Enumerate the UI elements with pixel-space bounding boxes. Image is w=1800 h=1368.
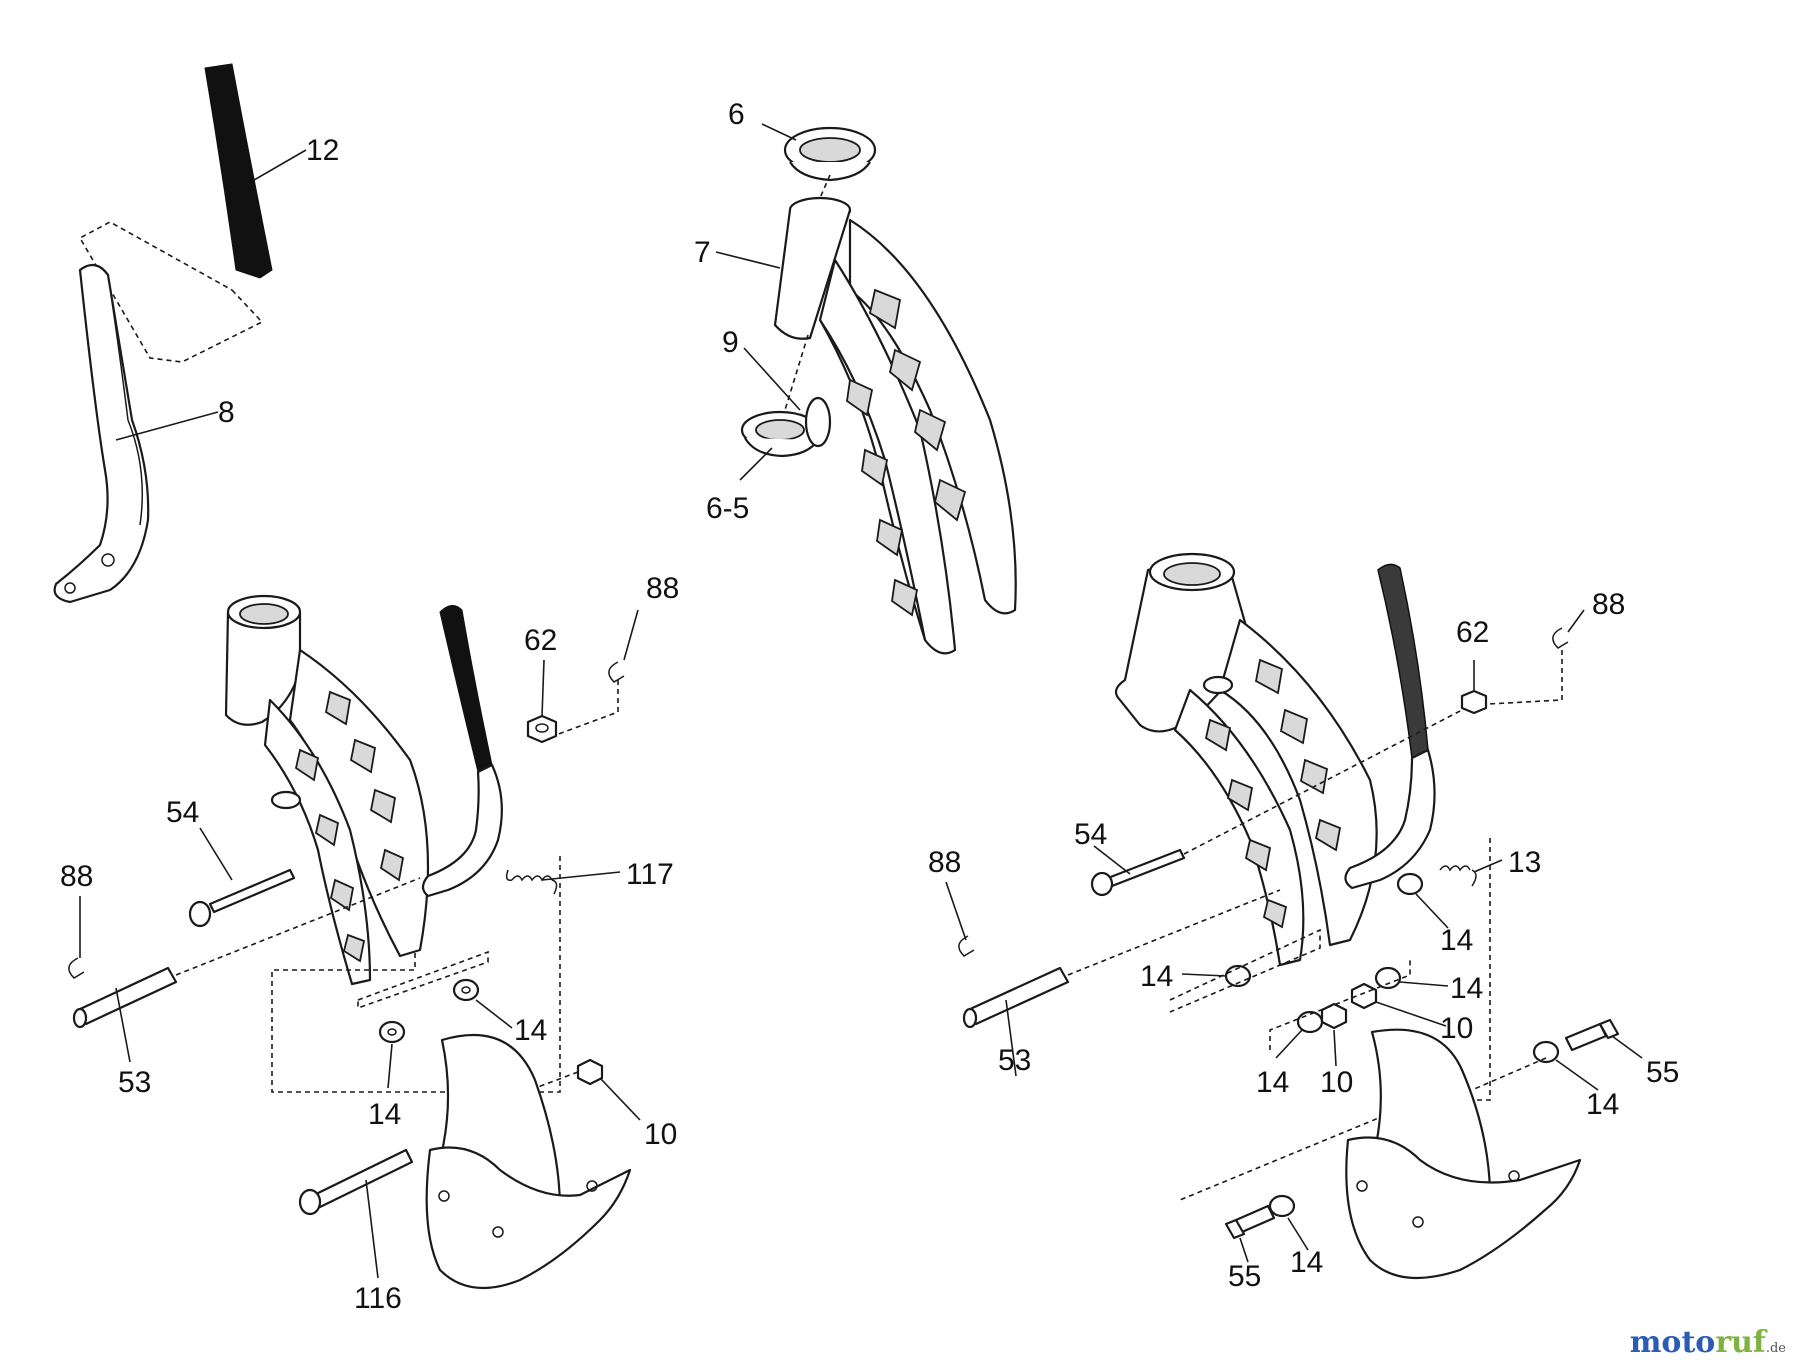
watermark-text-a: moto: [1629, 1325, 1716, 1360]
left-handle-with-grip: [421, 605, 503, 898]
right-nut-62: [1460, 689, 1488, 715]
callout-14-right-f: 14: [1290, 1246, 1323, 1279]
left-washer-14-b: [378, 1020, 406, 1044]
left-bolt-54: [188, 868, 296, 928]
callout-88-top-right: 88: [1592, 588, 1625, 621]
left-bracket: [425, 1033, 632, 1290]
callout-12: 12: [306, 134, 339, 167]
left-pin-axis: [175, 877, 421, 976]
right-bolt-55-axis: [1471, 1057, 1547, 1091]
callout-62-right: 62: [1456, 616, 1489, 649]
right-spring-13: [1439, 865, 1477, 887]
callout-88-right: 88: [928, 846, 961, 879]
callout-10-left: 10: [644, 1118, 677, 1151]
right-bolt-55-b: [1224, 1204, 1276, 1240]
leader-lines: [79, 123, 1643, 1279]
right-upper-axis: [1487, 650, 1563, 705]
left-upper-axis: [555, 680, 619, 736]
callout-6-5: 6-5: [706, 492, 749, 525]
right-frame-assembly: [1114, 552, 1378, 967]
left-eclip-88-top: [608, 661, 625, 683]
callout-88-top-left: 88: [646, 572, 679, 605]
right-washer-14-f: [1268, 1194, 1296, 1218]
axis-6-7: [819, 174, 831, 199]
left-bolt-116: [298, 1148, 414, 1216]
right-eclip-88-top: [1552, 627, 1569, 649]
right-washer-14-a: [1396, 872, 1424, 896]
grip-fit-guide: [78, 221, 264, 363]
callout-14-left-a: 14: [514, 1014, 547, 1047]
axis-7-6-5: [784, 334, 809, 411]
grip-part-12: [204, 63, 273, 279]
right-pin-53: [962, 966, 1070, 1029]
callout-14-left-b: 14: [368, 1098, 401, 1131]
right-washer-14-e: [1532, 1040, 1560, 1064]
left-nut-10: [576, 1058, 604, 1086]
right-bolt-55-a: [1564, 1018, 1620, 1052]
callout-14-right-e: 14: [1586, 1088, 1619, 1121]
right-bolt-54: [1090, 848, 1186, 897]
handle-part-8: [53, 263, 150, 604]
callout-55-right-a: 55: [1646, 1056, 1679, 1089]
right-washer-guide: [1169, 928, 1321, 1013]
callout-10-right-a: 10: [1320, 1066, 1353, 1099]
right-pin-axis: [1067, 889, 1281, 976]
callout-14-right-b: 14: [1140, 960, 1173, 993]
callout-117: 117: [626, 858, 674, 891]
callout-9: 9: [722, 326, 739, 359]
callout-88-left: 88: [60, 860, 93, 893]
callout-54-right: 54: [1074, 818, 1107, 851]
callout-14-right-d: 14: [1256, 1066, 1289, 1099]
left-lower-guide: [271, 856, 561, 1093]
right-washer-14-c: [1374, 966, 1402, 990]
callout-55-right-b: 55: [1228, 1260, 1261, 1293]
callout-10-right-b: 10: [1440, 1012, 1473, 1045]
right-bolt-axis: [1183, 709, 1463, 855]
support-arm-plates: [818, 218, 1017, 655]
callout-13: 13: [1508, 846, 1541, 879]
watermark-logo: motoruf.de: [1630, 1325, 1786, 1360]
left-eclip-88: [68, 957, 85, 979]
left-spring-117: [505, 869, 558, 895]
callout-116: 116: [354, 1282, 402, 1315]
right-handle-with-grip: [1344, 563, 1436, 890]
right-nut-guide: [1269, 960, 1411, 1050]
tube-part-7: [773, 196, 852, 340]
left-washer-14-a: [452, 978, 480, 1002]
callout-14-right-c: 14: [1450, 972, 1483, 1005]
watermark-suffix: .de: [1765, 1341, 1786, 1356]
left-nut-62: [526, 714, 558, 744]
callout-8: 8: [218, 396, 235, 429]
left-pin-53: [72, 966, 178, 1029]
callout-62-left: 62: [524, 624, 557, 657]
left-frame-assembly: [224, 594, 430, 986]
left-washer-guide: [357, 950, 489, 1010]
callout-6: 6: [728, 98, 745, 131]
pad-part-9: [804, 396, 832, 448]
right-washer-14-d: [1296, 1010, 1324, 1034]
right-bracket: [1345, 1028, 1582, 1280]
right-nut-10-b: [1320, 1002, 1348, 1030]
watermark-text-b: ruf: [1715, 1325, 1766, 1360]
callout-14-right-a: 14: [1440, 924, 1473, 957]
callout-7: 7: [694, 236, 711, 269]
callout-53-right: 53: [998, 1044, 1031, 1077]
callout-54-left: 54: [166, 796, 199, 829]
bushing-part-6: [783, 126, 877, 182]
callout-53-left: 53: [118, 1066, 151, 1099]
